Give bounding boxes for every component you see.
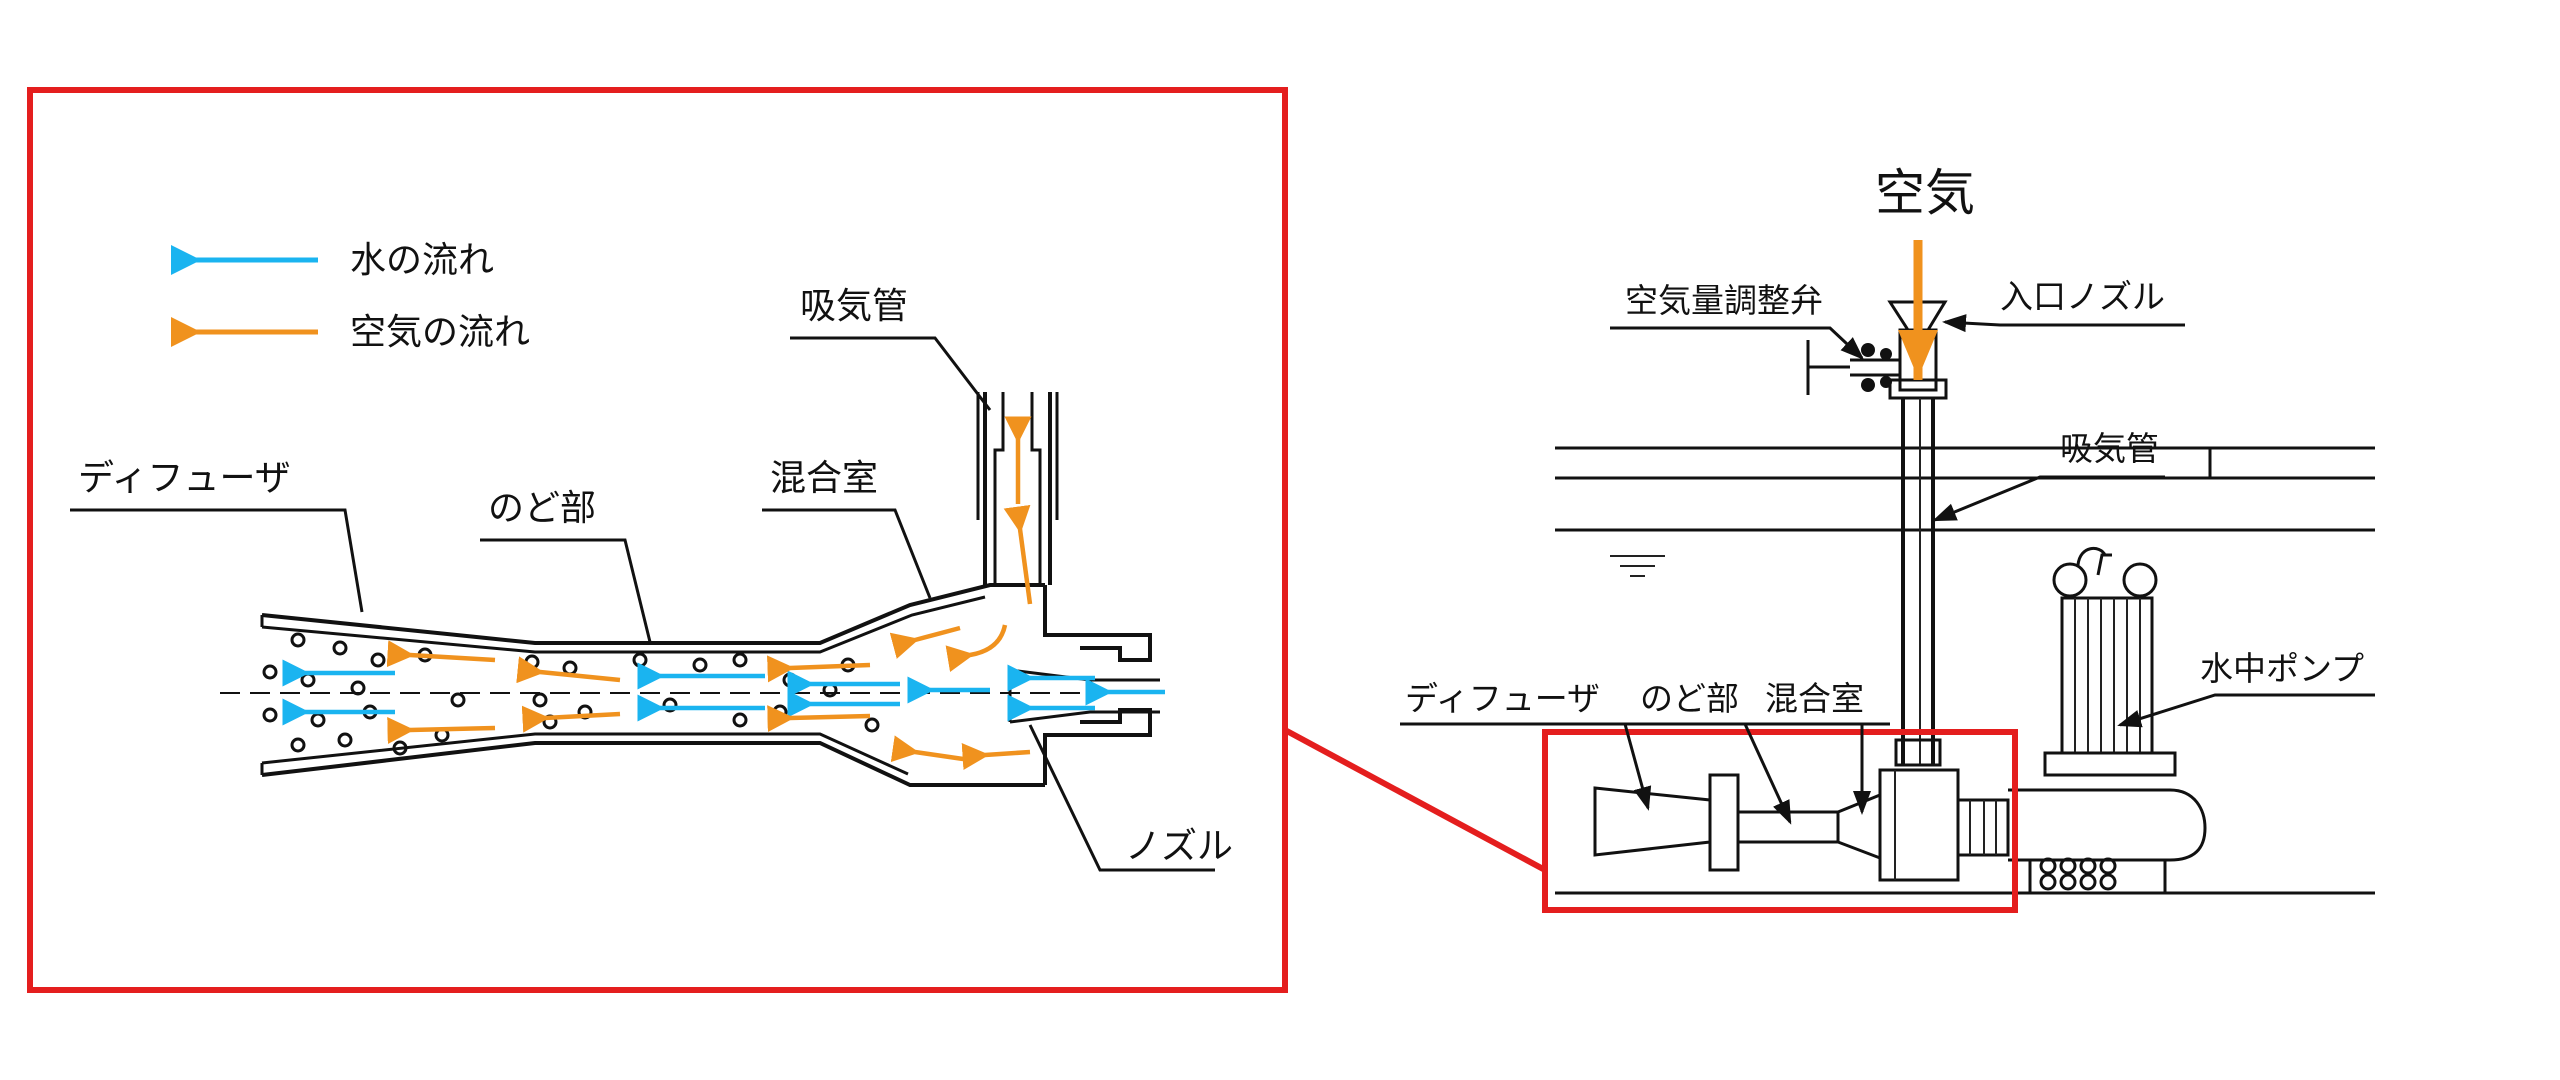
air-flow-legend-label: 空気の流れ xyxy=(350,312,530,353)
ejector-body xyxy=(220,392,1165,787)
system-suction-pipe-label: 吸気管 xyxy=(2060,429,2159,468)
inlet-nozzle-label: 入口ノズル xyxy=(2000,277,2165,316)
detail-nozzle-label: ノズル xyxy=(1125,826,1233,867)
detail-panel: 水の流れ 空気の流れ xyxy=(27,87,1288,993)
air-flow-arrows xyxy=(386,416,1033,770)
water-surface-symbol xyxy=(1610,555,1665,577)
air-valve-label: 空気量調整弁 xyxy=(1625,281,1823,320)
water-flow-arrows xyxy=(282,659,1165,726)
detail-throat-label: のど部 xyxy=(488,488,596,529)
system-mixing-chamber-label: 混合室 xyxy=(1765,679,1864,718)
system-throat-label: のど部 xyxy=(1640,679,1739,718)
detail-suction-pipe-label: 吸気管 xyxy=(800,286,908,327)
submersible-pump xyxy=(2008,546,2207,895)
air-label: 空気 xyxy=(1875,164,1975,222)
system-diffuser-label: ディフューザ xyxy=(1405,679,1600,718)
submersible-pump-label: 水中ポンプ xyxy=(2200,649,2364,688)
detail-mixing-chamber-label: 混合室 xyxy=(770,458,878,499)
detail-diffuser-label: ディフューザ xyxy=(78,458,291,499)
system-labels: 空気 空気量調整弁 入口ノズル 吸気管 水中ポンプ ディフューザ のど部 混合室 xyxy=(1400,164,2375,825)
system-panel: 空気 空気量調整弁 入口ノズル 吸気管 水中ポンプ ディフューザ のど部 混合室 xyxy=(1400,164,2375,913)
detail-labels: 吸気管 ディフューザ のど部 混合室 ノズル xyxy=(70,286,1233,872)
zoom-connector xyxy=(1283,727,1547,873)
water-flow-legend-label: 水の流れ xyxy=(350,240,494,281)
legend: 水の流れ 空気の流れ xyxy=(171,240,530,353)
system-highlight-frame xyxy=(1542,729,2018,913)
system-ejector xyxy=(1593,768,2010,882)
detail-frame xyxy=(27,87,1288,993)
